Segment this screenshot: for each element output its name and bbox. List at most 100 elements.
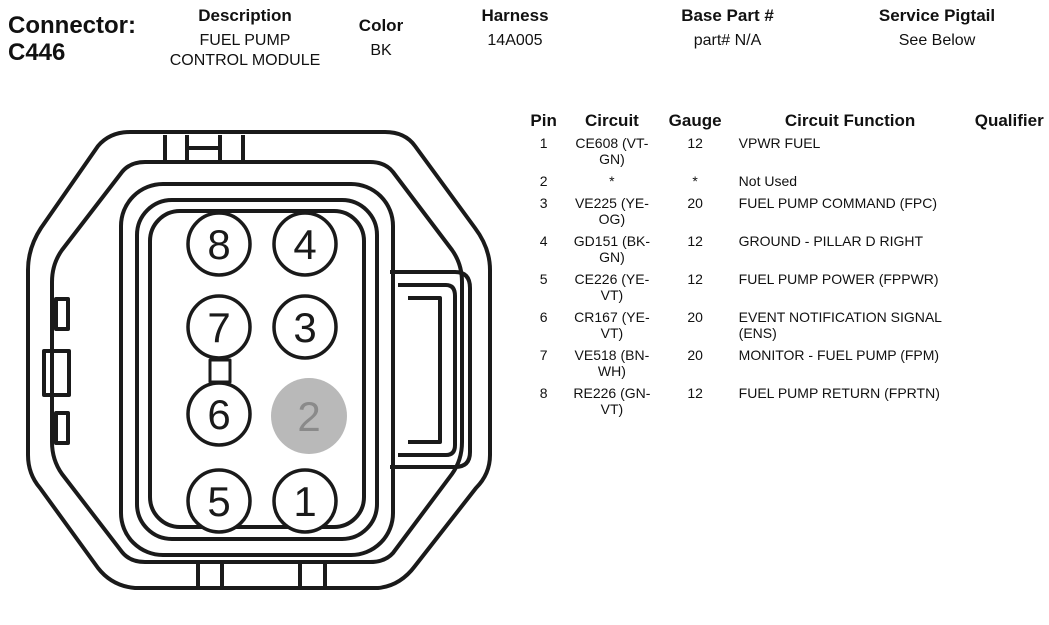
connector-label: Connector: [8,12,136,39]
circuit-cell: RE226 (GN-VT) [564,385,659,423]
pin-cavity-7: 7 [186,294,252,360]
table-row: 8 RE226 (GN-VT) 12 FUEL PUMP RETURN (FPRTN) [523,385,1049,423]
gauge-cell: 20 [687,347,703,363]
qualifier-cell [969,385,1049,423]
service-pigtail-value: See Below [898,32,976,49]
pin-cell: 4 [539,233,548,249]
circuit-text: VE225 (YE-OG) [574,195,649,227]
pin-column-header: Pin [530,111,557,130]
pin-cell: 6 [539,309,548,325]
cavity-housing-core [148,209,366,529]
gauge-cell: * [692,173,698,189]
description-line1: FUEL PUMP [199,32,291,49]
qualifier-cell [969,135,1049,173]
gauge-cell: 12 [687,385,703,401]
pin-cell: 3 [539,195,548,211]
function-cell: FUEL PUMP POWER (FPPWR) [738,271,939,287]
right-latch-core [408,296,442,444]
header-color: Color BK [345,16,417,61]
pinout-table: Pin Circuit Gauge Circuit Function Quali… [523,111,1049,423]
bottom-tabs [196,563,327,586]
circuit-cell: CE608 (VT-GN) [564,135,659,173]
pin-circle [186,211,252,277]
circuit-text: RE226 (GN-VT) [573,385,651,417]
qualifier-cell [969,309,1049,347]
gauge-column-header: Gauge [668,111,722,130]
pin-circle [186,294,252,360]
connector-id: C446 [8,39,66,66]
table-row: 4 GD151 (BK-GN) 12 GROUND - PILLAR D RIGHT [523,233,1049,271]
left-key-bottom [54,411,70,445]
harness-value: 14A005 [487,32,543,49]
qualifier-cell [969,173,1049,195]
pin-number-label: 1 [293,478,316,525]
pin-link-7-6 [208,358,232,384]
cavity-housing-inner [135,198,379,541]
connector-outer-shell [26,130,492,590]
header-description: Description FUEL PUMP CONTROL MODULE [150,6,340,71]
pin-cavity-8: 8 [186,211,252,277]
circuit-cell: GD151 (BK-GN) [564,233,659,271]
gauge-cell: 12 [687,271,703,287]
qualifier-cell [969,271,1049,309]
function-cell: GROUND - PILLAR D RIGHT [738,233,924,249]
circuit-cell: VE225 (YE-OG) [564,195,659,233]
pin-number-label: 7 [207,304,230,351]
pin-cell: 7 [539,347,548,363]
cavity-housing-outer [119,182,395,557]
gauge-cell: 12 [687,233,703,249]
right-latch-inner [398,283,457,457]
circuit-cell: VE518 (BN-WH) [564,347,659,385]
circuit-text: GD151 (BK-GN) [573,233,651,265]
pin-cavity-1: 1 [272,468,338,534]
pin-number-label: 6 [207,391,230,438]
right-latch-outer [390,270,472,469]
pin-circle [186,381,252,447]
top-latch [163,135,245,162]
pin-cavity-5: 5 [186,468,252,534]
base-part-title: Base Part # [681,6,774,25]
table-header-row: Pin Circuit Gauge Circuit Function Quali… [523,111,1049,135]
table-row: 2**Not Used [523,173,1049,195]
header-service-pigtail: Service Pigtail See Below [862,6,1012,51]
gauge-cell: 12 [687,135,703,151]
pin-circle [272,211,338,277]
pin-circle [186,468,252,534]
circuit-text: CE608 (VT-GN) [575,135,649,167]
pin-cell: 2 [539,173,548,189]
pin-number-label: 5 [207,478,230,525]
qualifier-column-header: Qualifier [974,111,1044,130]
description-title: Description [198,6,292,25]
gauge-cell: 20 [687,309,703,325]
description-line2: CONTROL MODULE [169,52,321,69]
function-column-header: Circuit Function [784,111,916,130]
pin-number-label: 2 [297,393,320,440]
pin-number-label: 8 [207,221,230,268]
pin-cell: 5 [539,271,548,287]
pin-cavity-2: 2 [271,378,347,454]
circuit-cell: * [564,173,659,195]
circuit-text: * [609,173,615,189]
function-cell: VPWR FUEL [738,135,821,151]
connector-inner-shell [50,160,464,564]
circuit-cell: CR167 (YE-VT) [564,309,659,347]
harness-title: Harness [481,6,549,25]
function-cell: FUEL PUMP COMMAND (FPC) [738,195,938,211]
base-part-value: part# N/A [693,32,762,49]
circuit-text: CR167 (YE-VT) [574,309,650,341]
function-cell: FUEL PUMP RETURN (FPRTN) [738,385,940,401]
circuit-column-header: Circuit [584,111,639,130]
pin-cavity-6: 6 [186,381,252,447]
pin-number-label: 4 [293,221,316,268]
header-base-part: Base Part # part# N/A [655,6,800,51]
pin-circle [272,468,338,534]
pin-circle [272,294,338,360]
service-pigtail-title: Service Pigtail [878,6,996,25]
pin-cell: 8 [539,385,548,401]
left-key-middle [42,349,71,397]
